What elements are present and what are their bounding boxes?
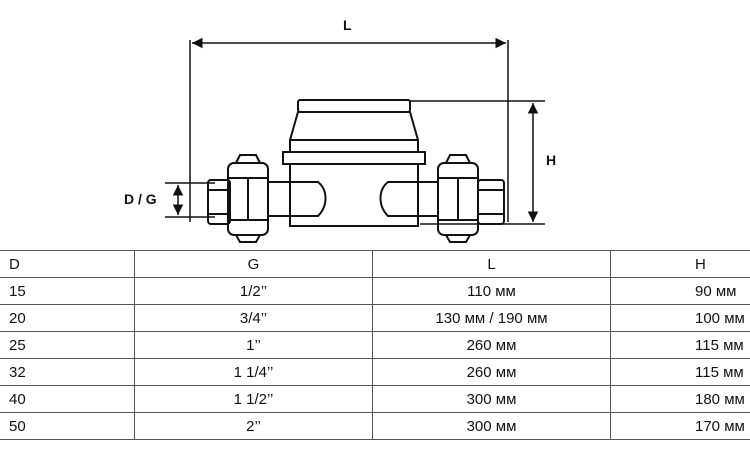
cell-d: 32 xyxy=(0,358,135,386)
header-g: G xyxy=(134,250,373,278)
diameter-dimension: D / G xyxy=(124,182,215,218)
cell-g: 1 1/4’’ xyxy=(134,358,373,386)
cell-l: 300 мм xyxy=(372,385,611,413)
table-header-row: D G L H xyxy=(0,250,750,278)
cell-g: 2’’ xyxy=(134,412,373,440)
cell-h: 115 мм xyxy=(610,331,750,359)
meter-housing xyxy=(289,164,419,227)
table-row: 40 1 1/2’’ 300 мм 180 мм xyxy=(0,385,750,413)
height-dimension: H xyxy=(410,100,556,225)
header-h: H xyxy=(610,250,750,278)
cell-g: 3/4’’ xyxy=(134,304,373,332)
meter-cap xyxy=(297,99,411,113)
dimensions-table: D G L H 15 1/2’’ 110 мм 90 мм 20 3/4’’ 1… xyxy=(0,250,750,440)
table-row: 20 3/4’’ 130 мм / 190 мм 100 мм xyxy=(0,304,750,332)
meter-dome xyxy=(289,111,419,153)
table-row: 50 2’’ 300 мм 170 мм xyxy=(0,412,750,440)
table-row: 32 1 1/4’’ 260 мм 115 мм xyxy=(0,358,750,386)
header-d: D xyxy=(0,250,135,278)
right-fitting xyxy=(437,154,505,243)
meter-ring xyxy=(282,151,426,165)
meter-body xyxy=(267,99,439,227)
length-label: L xyxy=(343,17,352,33)
cell-h: 170 мм xyxy=(610,412,750,440)
cell-l: 110 мм xyxy=(372,277,611,305)
header-l: L xyxy=(372,250,611,278)
cell-l: 130 мм / 190 мм xyxy=(372,304,611,332)
cell-h: 90 мм xyxy=(610,277,750,305)
cell-l: 260 мм xyxy=(372,331,611,359)
cell-h: 115 мм xyxy=(610,358,750,386)
cell-d: 15 xyxy=(0,277,135,305)
cell-l: 300 мм xyxy=(372,412,611,440)
cell-d: 25 xyxy=(0,331,135,359)
cell-l: 260 мм xyxy=(372,358,611,386)
cell-h: 100 мм xyxy=(610,304,750,332)
cell-g: 1’’ xyxy=(134,331,373,359)
table-row: 25 1’’ 260 мм 115 мм xyxy=(0,331,750,359)
height-label: H xyxy=(546,152,556,168)
diameter-label: D / G xyxy=(124,191,157,207)
cell-g: 1/2’’ xyxy=(134,277,373,305)
cell-h: 180 мм xyxy=(610,385,750,413)
cell-d: 50 xyxy=(0,412,135,440)
left-fitting xyxy=(207,154,269,243)
cell-g: 1 1/2’’ xyxy=(134,385,373,413)
cell-d: 40 xyxy=(0,385,135,413)
cell-d: 20 xyxy=(0,304,135,332)
water-meter-drawing: L H D / G xyxy=(124,17,556,243)
table-row: 15 1/2’’ 110 мм 90 мм xyxy=(0,277,750,305)
length-dimension: L xyxy=(189,17,509,222)
